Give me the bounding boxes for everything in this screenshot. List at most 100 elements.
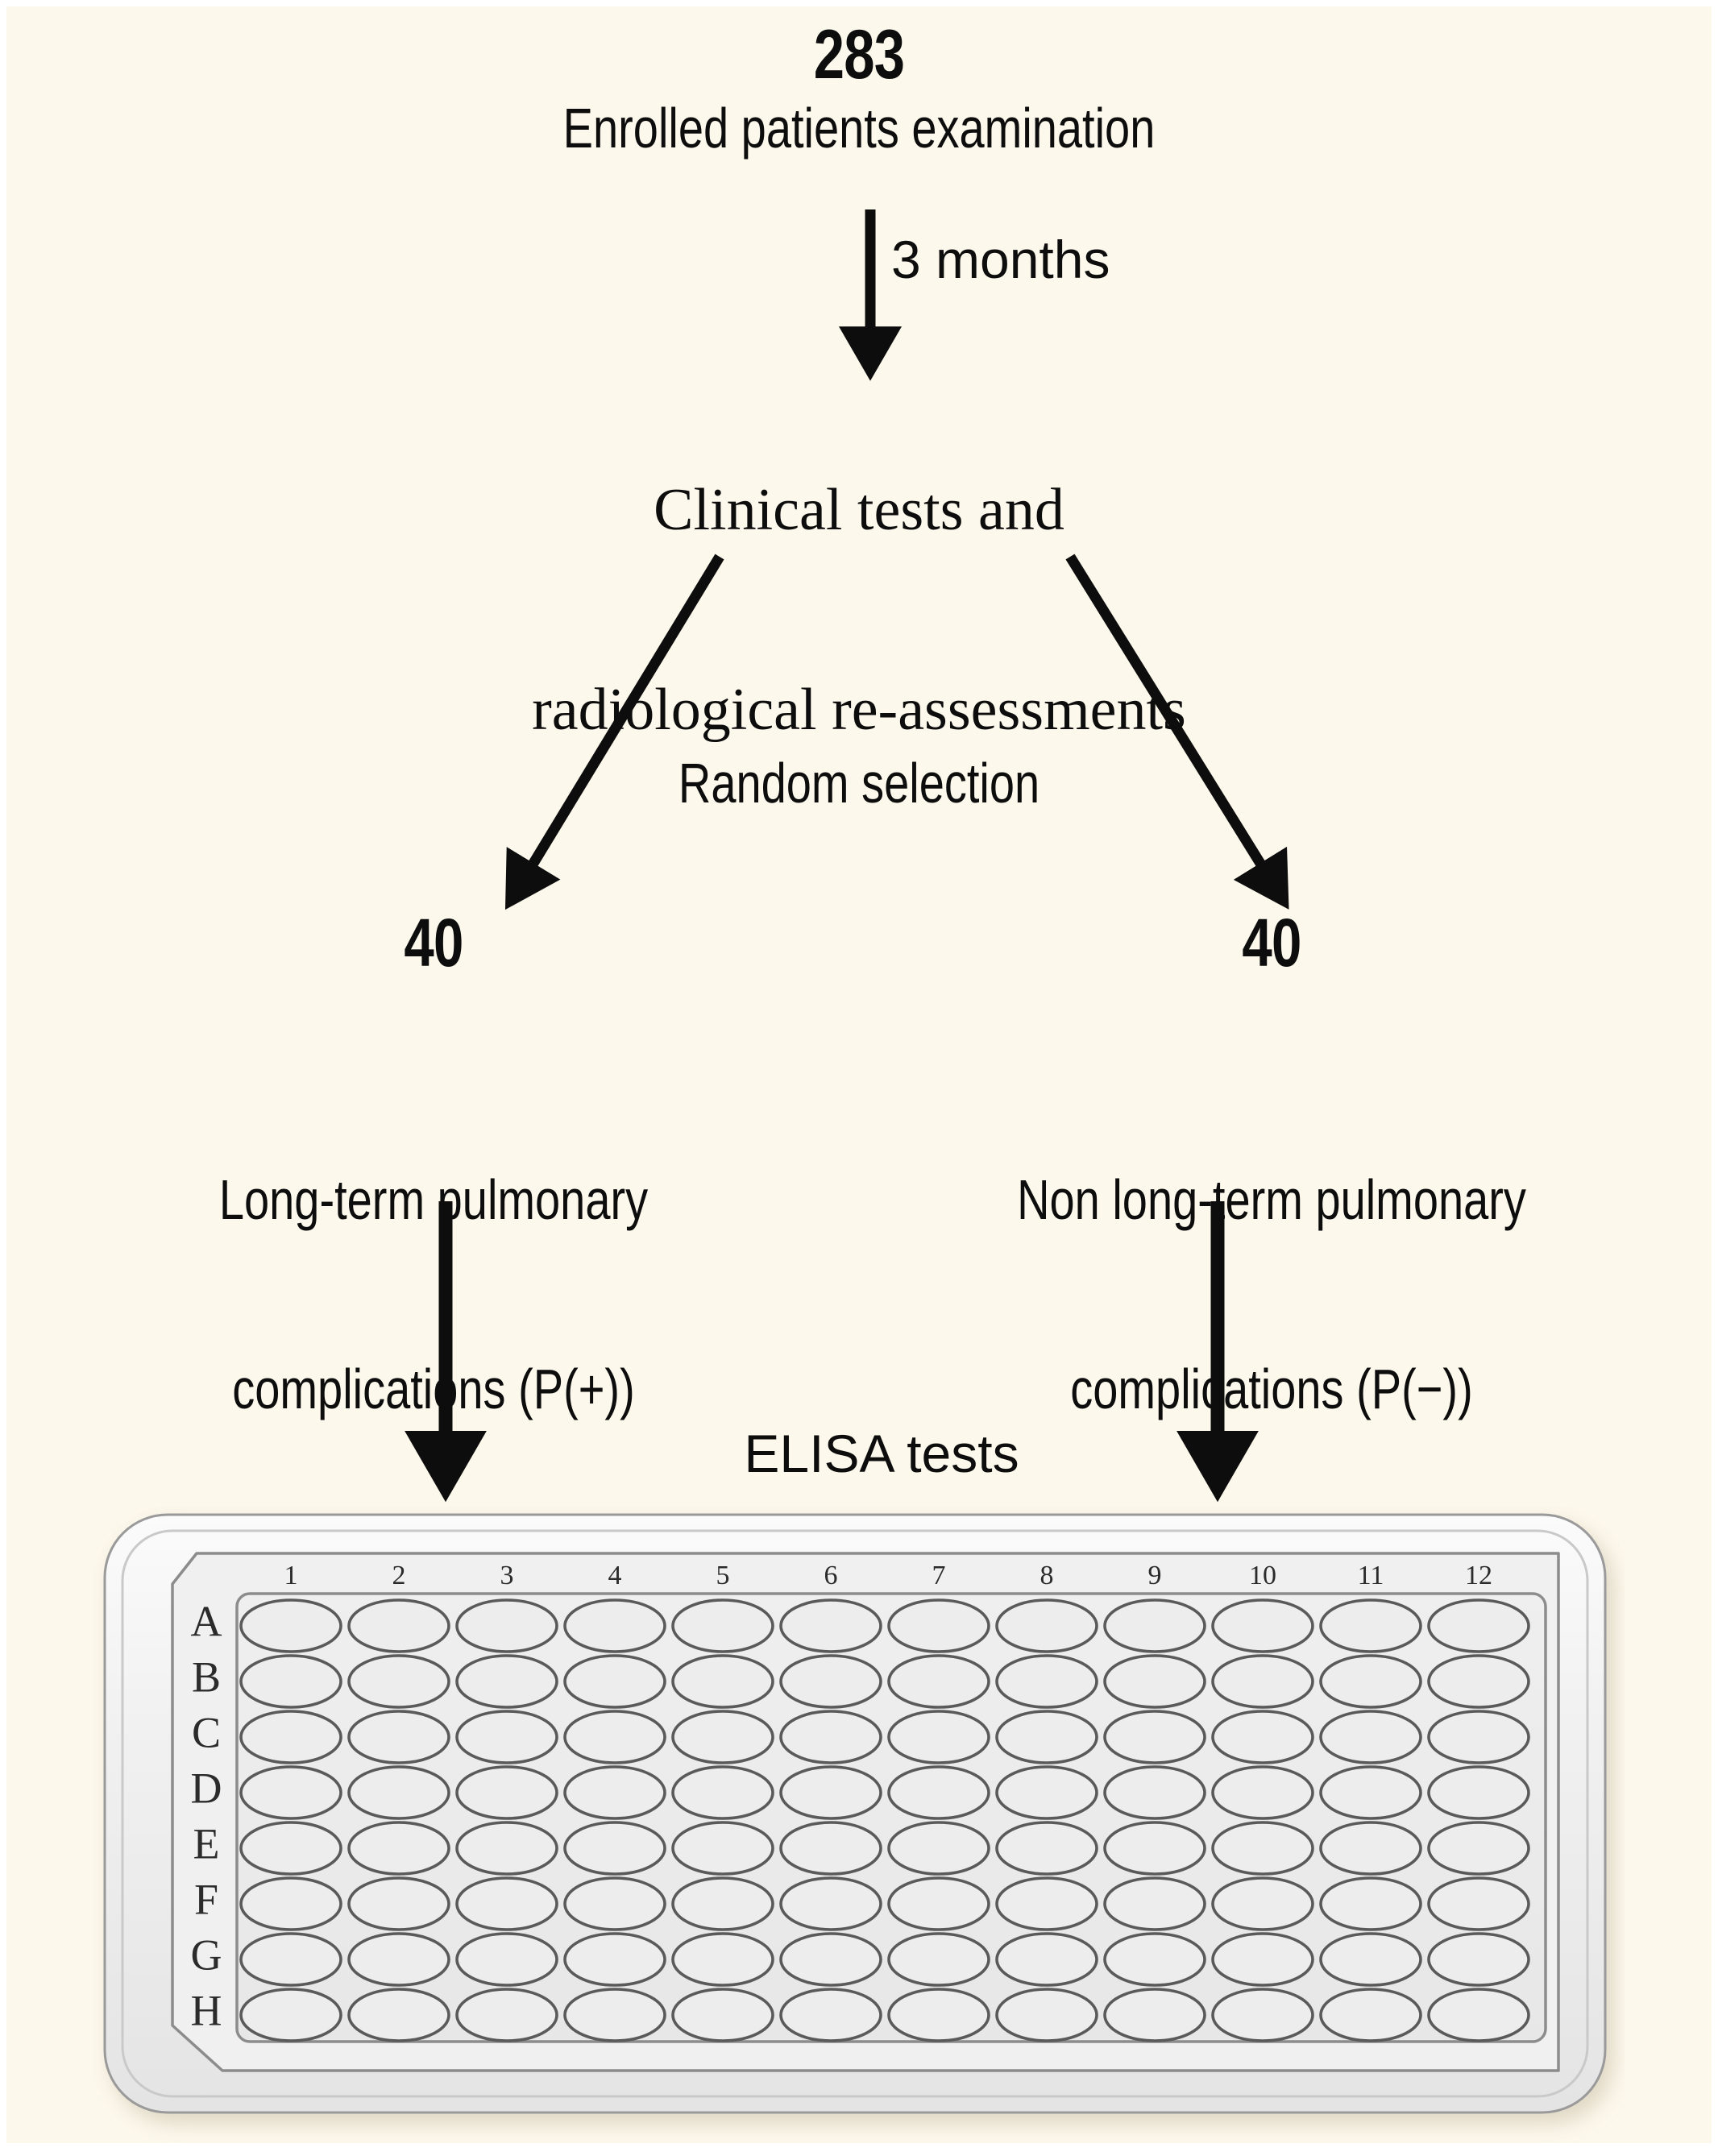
plate-well-H6[interactable] — [779, 1988, 882, 2042]
plate-well-F5[interactable] — [671, 1876, 774, 1931]
plate-well-C7[interactable] — [887, 1710, 990, 1764]
plate-well-E4[interactable] — [563, 1821, 666, 1876]
plate-well-H10[interactable] — [1211, 1988, 1314, 2042]
plate-well-E11[interactable] — [1319, 1821, 1422, 1876]
plate-well-G8[interactable] — [995, 1932, 1098, 1987]
plate-well-E9[interactable] — [1103, 1821, 1206, 1876]
plate-well-F6[interactable] — [779, 1876, 882, 1931]
plate-well-D1[interactable] — [239, 1765, 342, 1820]
plate-well-B1[interactable] — [239, 1654, 342, 1709]
plate-well-G7[interactable] — [887, 1932, 990, 1987]
plate-well-bed — [235, 1592, 1547, 2043]
plate-well-A1[interactable] — [239, 1598, 342, 1653]
plate-well-B2[interactable] — [347, 1654, 450, 1709]
plate-well-D3[interactable] — [455, 1765, 558, 1820]
plate-well-E6[interactable] — [779, 1821, 882, 1876]
plate-well-G5[interactable] — [671, 1932, 774, 1987]
plate-well-H9[interactable] — [1103, 1988, 1206, 2042]
plate-well-A11[interactable] — [1319, 1598, 1422, 1653]
plate-well-E12[interactable] — [1427, 1821, 1530, 1876]
plate-well-G11[interactable] — [1319, 1932, 1422, 1987]
plate-well-A6[interactable] — [779, 1598, 882, 1653]
plate-well-E8[interactable] — [995, 1821, 1098, 1876]
plate-well-E3[interactable] — [455, 1821, 558, 1876]
plate-well-H11[interactable] — [1319, 1988, 1422, 2042]
plate-well-D8[interactable] — [995, 1765, 1098, 1820]
plate-well-F7[interactable] — [887, 1876, 990, 1931]
plate-well-B10[interactable] — [1211, 1654, 1314, 1709]
plate-well-F4[interactable] — [563, 1876, 666, 1931]
plate-well-G2[interactable] — [347, 1932, 450, 1987]
branch-left-label: Long-term pulmonary complications (P(+)) — [166, 1042, 701, 1547]
plate-well-G12[interactable] — [1427, 1932, 1530, 1987]
plate-well-C1[interactable] — [239, 1710, 342, 1764]
plate-well-H1[interactable] — [239, 1988, 342, 2042]
plate-well-A7[interactable] — [887, 1598, 990, 1653]
plate-well-F3[interactable] — [455, 1876, 558, 1931]
plate-well-C9[interactable] — [1103, 1710, 1206, 1764]
plate-well-F10[interactable] — [1211, 1876, 1314, 1931]
plate-well-B6[interactable] — [779, 1654, 882, 1709]
plate-well-G10[interactable] — [1211, 1932, 1314, 1987]
plate-well-D11[interactable] — [1319, 1765, 1422, 1820]
plate-well-C8[interactable] — [995, 1710, 1098, 1764]
plate-well-D9[interactable] — [1103, 1765, 1206, 1820]
plate-well-G3[interactable] — [455, 1932, 558, 1987]
plate-well-G4[interactable] — [563, 1932, 666, 1987]
plate-well-D6[interactable] — [779, 1765, 882, 1820]
plate-well-H3[interactable] — [455, 1988, 558, 2042]
plate-well-B5[interactable] — [671, 1654, 774, 1709]
plate-well-D12[interactable] — [1427, 1765, 1530, 1820]
plate-well-A4[interactable] — [563, 1598, 666, 1653]
plate-well-F1[interactable] — [239, 1876, 342, 1931]
plate-well-B4[interactable] — [563, 1654, 666, 1709]
plate-well-B11[interactable] — [1319, 1654, 1422, 1709]
plate-well-C10[interactable] — [1211, 1710, 1314, 1764]
plate-well-A2[interactable] — [347, 1598, 450, 1653]
plate-well-G6[interactable] — [779, 1932, 882, 1987]
plate-well-F12[interactable] — [1427, 1876, 1530, 1931]
plate-well-C3[interactable] — [455, 1710, 558, 1764]
plate-well-D4[interactable] — [563, 1765, 666, 1820]
plate-well-H4[interactable] — [563, 1988, 666, 2042]
plate-well-G1[interactable] — [239, 1932, 342, 1987]
plate-col-label: 8 — [1040, 1561, 1054, 1590]
plate-well-F9[interactable] — [1103, 1876, 1206, 1931]
plate-well-A8[interactable] — [995, 1598, 1098, 1653]
plate-well-E7[interactable] — [887, 1821, 990, 1876]
plate-well-A10[interactable] — [1211, 1598, 1314, 1653]
plate-well-F2[interactable] — [347, 1876, 450, 1931]
plate-well-E2[interactable] — [347, 1821, 450, 1876]
plate-well-B3[interactable] — [455, 1654, 558, 1709]
plate-well-G9[interactable] — [1103, 1932, 1206, 1987]
plate-well-H5[interactable] — [671, 1988, 774, 2042]
plate-well-A12[interactable] — [1427, 1598, 1530, 1653]
plate-well-C12[interactable] — [1427, 1710, 1530, 1764]
plate-well-E5[interactable] — [671, 1821, 774, 1876]
plate-well-E1[interactable] — [239, 1821, 342, 1876]
plate-well-B9[interactable] — [1103, 1654, 1206, 1709]
plate-well-B12[interactable] — [1427, 1654, 1530, 1709]
plate-well-E10[interactable] — [1211, 1821, 1314, 1876]
plate-well-C5[interactable] — [671, 1710, 774, 1764]
plate-well-D10[interactable] — [1211, 1765, 1314, 1820]
plate-well-F11[interactable] — [1319, 1876, 1422, 1931]
plate-well-C4[interactable] — [563, 1710, 666, 1764]
plate-well-C2[interactable] — [347, 1710, 450, 1764]
plate-well-D5[interactable] — [671, 1765, 774, 1820]
plate-well-H8[interactable] — [995, 1988, 1098, 2042]
plate-well-D2[interactable] — [347, 1765, 450, 1820]
plate-well-A3[interactable] — [455, 1598, 558, 1653]
plate-well-C6[interactable] — [779, 1710, 882, 1764]
plate-well-H7[interactable] — [887, 1988, 990, 2042]
plate-well-A5[interactable] — [671, 1598, 774, 1653]
plate-well-F8[interactable] — [995, 1876, 1098, 1931]
plate-well-H2[interactable] — [347, 1988, 450, 2042]
plate-column-labels: 1 2 3 4 5 6 7 8 9 10 11 12 — [284, 1561, 1493, 1590]
plate-well-B8[interactable] — [995, 1654, 1098, 1709]
plate-well-A9[interactable] — [1103, 1598, 1206, 1653]
plate-well-H12[interactable] — [1427, 1988, 1530, 2042]
plate-well-C11[interactable] — [1319, 1710, 1422, 1764]
plate-well-D7[interactable] — [887, 1765, 990, 1820]
plate-well-B7[interactable] — [887, 1654, 990, 1709]
